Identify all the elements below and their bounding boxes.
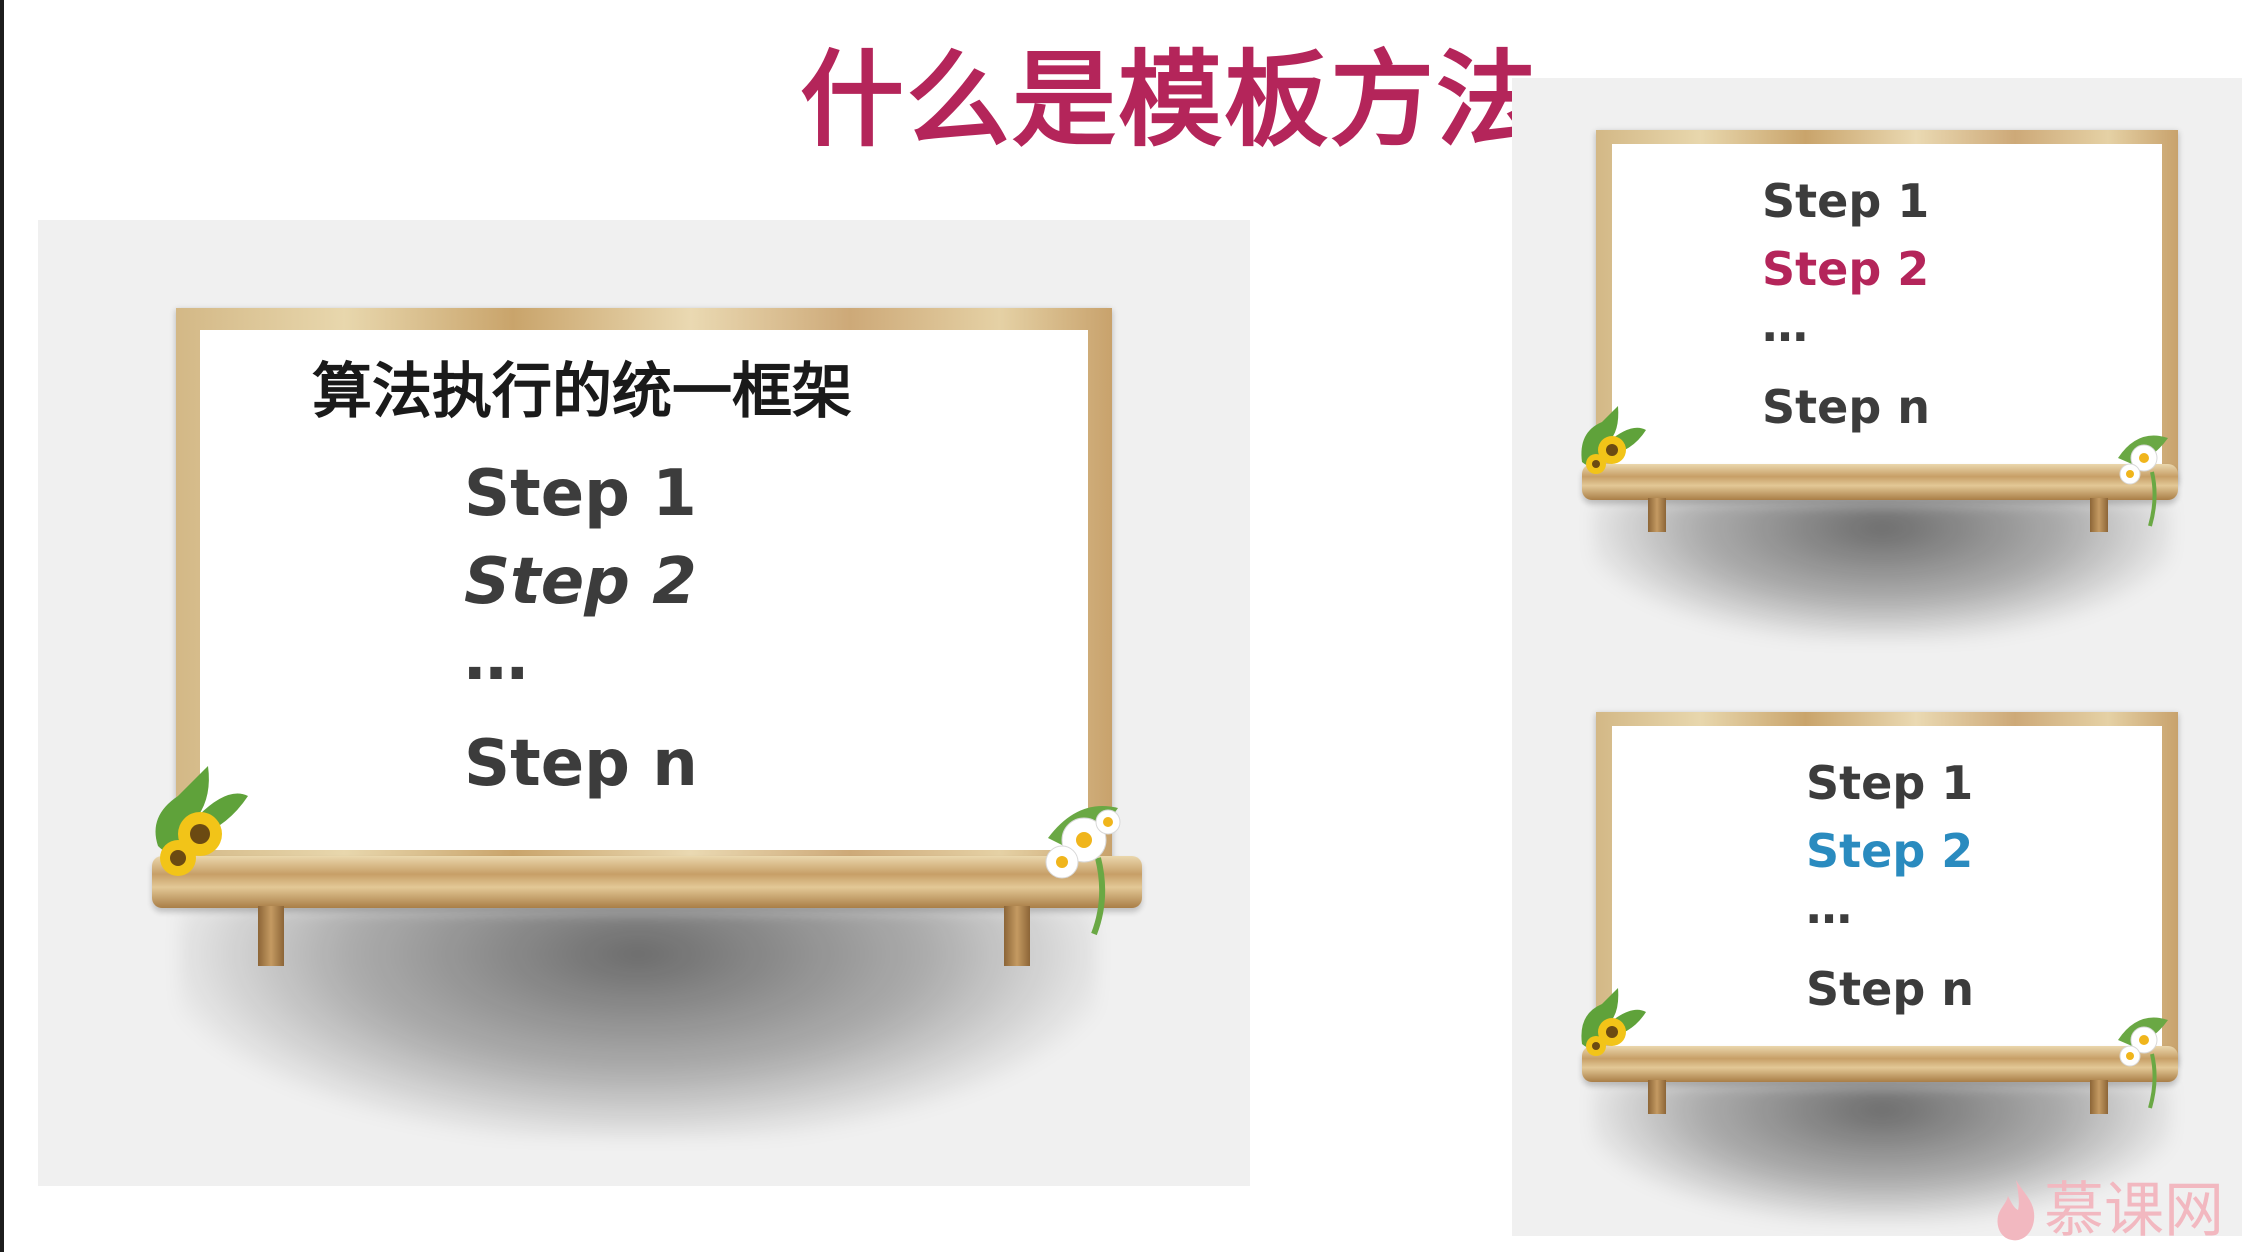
bottom-board-shelf [1582, 1046, 2178, 1082]
watermark-text: 慕课网 [2044, 1176, 2224, 1246]
bottom-step-1: Step 1 [1806, 756, 1974, 810]
daisy-icon [1045, 806, 1121, 936]
main-ellipsis: … [464, 621, 528, 695]
top-step-2: Step 2 [1762, 242, 1930, 296]
daisy-icon [2118, 435, 2168, 527]
bottom-step-n: Step n [1806, 962, 1975, 1016]
top-step-n: Step n [1762, 380, 1931, 434]
bottom-step-2: Step 2 [1806, 824, 1974, 878]
bottom-board-leg-right [2090, 1080, 2108, 1114]
daisy-icon [2118, 1017, 2168, 1109]
main-board-leg-right [1004, 906, 1030, 966]
main-board-shadow [178, 908, 1098, 1138]
flame-icon [1997, 1180, 2035, 1241]
top-board-shadow [1592, 500, 2172, 640]
main-panel: 算法执行的统一框架 Step 1 Step 2 … Step n [38, 220, 1250, 1186]
main-board: 算法执行的统一框架 Step 1 Step 2 … Step n [148, 308, 1142, 1178]
main-board-surface [200, 330, 1088, 850]
top-board: Step 1 Step 2 … Step n [1578, 130, 2178, 650]
top-board-leg-left [1648, 498, 1666, 532]
page-title: 什么是模板方法 [800, 39, 1543, 161]
sunflower-icon [1581, 988, 1646, 1056]
top-board-shelf [1582, 464, 2178, 500]
top-board-leg-right [2090, 498, 2108, 532]
main-step-2: Step 2 [464, 545, 697, 619]
top-ellipsis: … [1762, 298, 1808, 352]
bottom-board-surface [1612, 726, 2162, 1052]
sunflower-icon [1581, 406, 1646, 474]
main-board-leg-left [258, 906, 284, 966]
sunflower-icon [155, 766, 248, 876]
bottom-board: Step 1 Step 2 … Step n [1578, 712, 2178, 1232]
main-board-heading: 算法执行的统一框架 [312, 357, 852, 427]
bottom-ellipsis: … [1806, 880, 1852, 934]
top-board-surface [1612, 144, 2162, 470]
main-board-shelf [152, 856, 1142, 908]
bottom-board-leg-left [1648, 1080, 1666, 1114]
window-edge [0, 0, 4, 1252]
main-step-1: Step 1 [464, 457, 697, 531]
bottom-board-shadow [1592, 1082, 2172, 1222]
top-step-1: Step 1 [1762, 174, 1930, 228]
main-step-n: Step n [464, 727, 698, 801]
watermark: 慕课网 [1994, 1178, 2224, 1244]
